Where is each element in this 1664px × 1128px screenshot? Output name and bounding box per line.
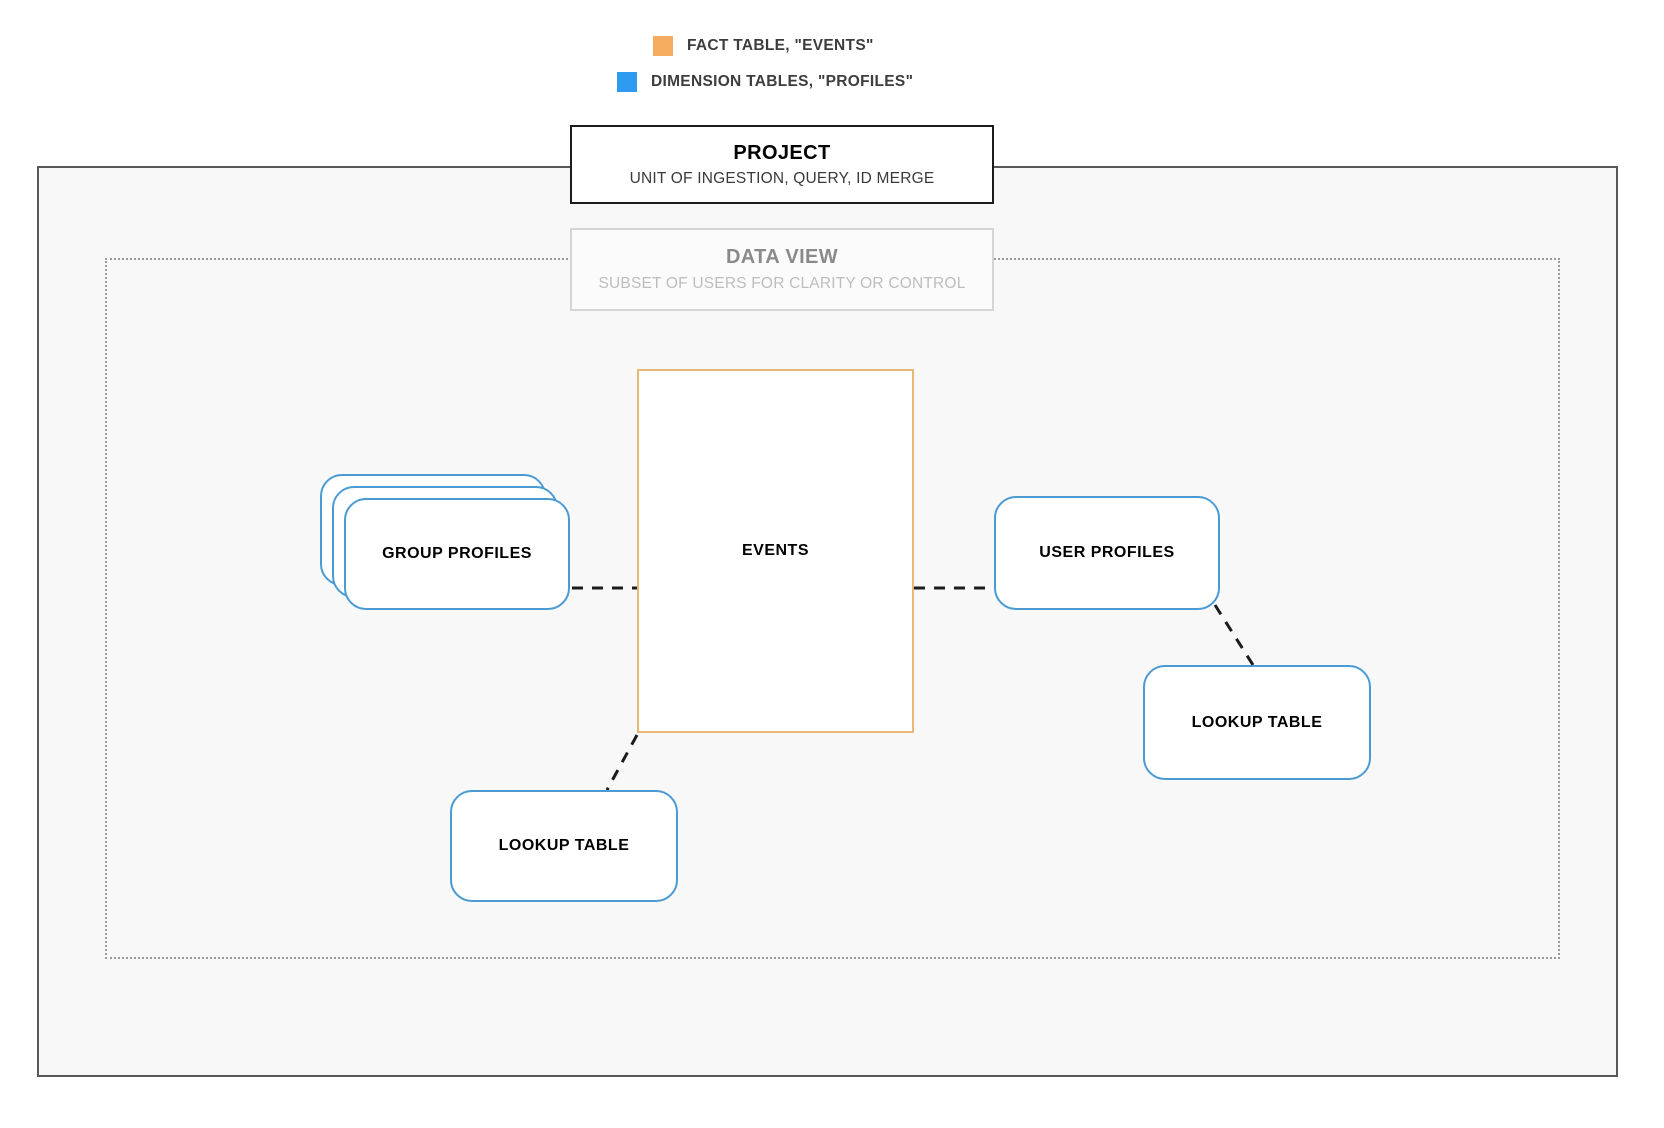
project-header-card: PROJECT UNIT OF INGESTION, QUERY, ID MER… xyxy=(570,125,994,204)
node-group-profiles[interactable]: GROUP PROFILES xyxy=(320,474,570,610)
node-events[interactable]: EVENTS xyxy=(637,369,914,733)
node-lookup-table-right[interactable]: LOOKUP TABLE xyxy=(1143,665,1371,780)
node-lookup-table-left[interactable]: LOOKUP TABLE xyxy=(450,790,678,902)
node-group-profiles-card-front[interactable]: GROUP PROFILES xyxy=(344,498,570,610)
square-swatch-icon xyxy=(653,36,673,56)
square-swatch-icon xyxy=(617,72,637,92)
node-user-profiles[interactable]: USER PROFILES xyxy=(994,496,1220,610)
node-lookup-table-right-label: LOOKUP TABLE xyxy=(1191,713,1323,731)
legend-item-fact-table: FACT TABLE, "EVENTS" xyxy=(653,36,874,56)
data-view-subtitle: SUBSET OF USERS FOR CLARITY OR CONTROL xyxy=(598,275,966,292)
data-view-header-card: DATA VIEW SUBSET OF USERS FOR CLARITY OR… xyxy=(570,228,994,311)
legend-item-dimension-tables: DIMENSION TABLES, "PROFILES" xyxy=(617,72,913,92)
project-subtitle: UNIT OF INGESTION, QUERY, ID MERGE xyxy=(629,169,935,187)
legend-label-fact-table: FACT TABLE, "EVENTS" xyxy=(687,37,874,54)
project-title: PROJECT xyxy=(733,141,831,164)
node-user-profiles-label: USER PROFILES xyxy=(1039,544,1175,561)
legend-label-dimension-tables: DIMENSION TABLES, "PROFILES" xyxy=(651,73,914,90)
node-events-label: EVENTS xyxy=(741,542,809,559)
data-view-title: DATA VIEW xyxy=(725,246,839,268)
node-group-profiles-label: GROUP PROFILES xyxy=(382,545,532,562)
node-lookup-table-left-label: LOOKUP TABLE xyxy=(498,837,630,854)
